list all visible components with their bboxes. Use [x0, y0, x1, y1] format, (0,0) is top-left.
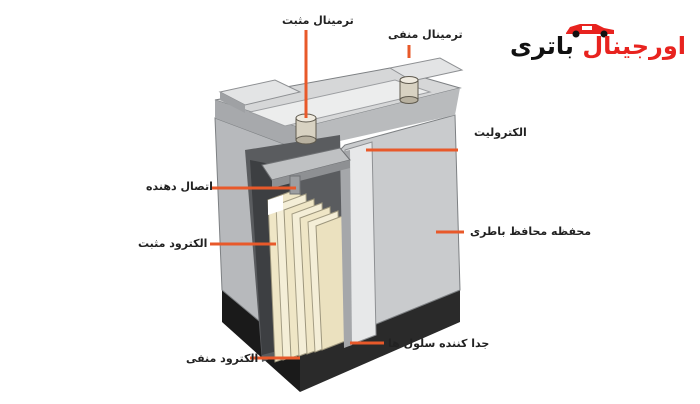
label-electrolyte: الکترولیت [474, 126, 527, 139]
car-icon [566, 24, 614, 38]
logo-text: اورجینال باتری [509, 32, 687, 60]
logo-primary: اورجینال [582, 32, 686, 60]
label-negative-terminal: ترمینال منفی [388, 28, 463, 41]
positive-terminal [295, 113, 317, 145]
negative-terminal [399, 76, 419, 104]
brand-logo: اورجینال باتری [508, 18, 686, 68]
label-case: محفظه محافظ باطری [470, 225, 592, 238]
label-connector: اتصال دهنده [146, 180, 213, 193]
electrode-plates [267, 187, 349, 363]
logo-secondary: باتری [509, 32, 574, 60]
label-negative-electrode: الکترود منفی [186, 352, 259, 365]
label-cell-separator: جدا کننده سلول ها [388, 337, 490, 350]
leader-lines [210, 30, 464, 360]
label-positive-electrode: الکترود مثبت [138, 237, 208, 250]
label-positive-terminal: ترمینال مثبت [282, 14, 354, 27]
